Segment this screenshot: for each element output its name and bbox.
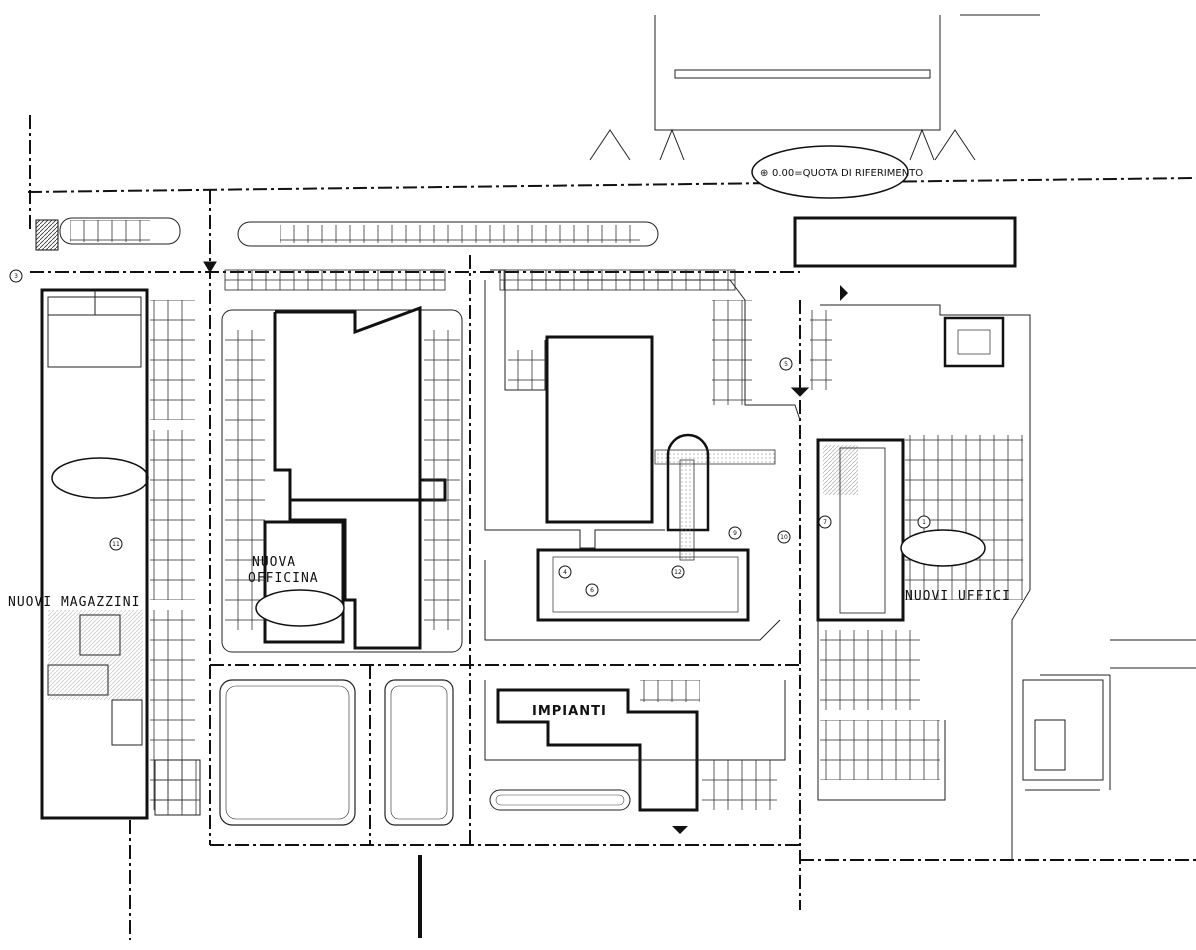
- marker-label: 3: [14, 273, 18, 280]
- label-nuovi-magazzini: NUOVI MAGAZZINI: [8, 595, 140, 610]
- marker-label: 9: [733, 530, 737, 537]
- central-existing-buildings: [484, 269, 801, 641]
- reference-icon: ⊕: [760, 168, 768, 179]
- building-nuova-officina: NUOVA OFFICINA: [221, 305, 463, 653]
- marker-label: 10: [780, 534, 788, 541]
- existing-office-top-right: [793, 216, 1031, 860]
- building-nuovi-uffici: NUOVI UFFICI: [810, 310, 1023, 801]
- existing-warehouse-top: [589, 14, 1040, 161]
- label-nuova: NUOVA: [252, 555, 296, 570]
- lower-left-areas: [154, 679, 454, 826]
- label-impianti: IMPIANTI: [532, 704, 607, 719]
- marker-label: 5: [784, 361, 788, 368]
- marker-label: 1: [922, 519, 926, 526]
- misc-lines: [203, 261, 810, 938]
- building-impianti: IMPIANTI: [484, 680, 786, 834]
- building-nuovi-magazzini: NUOVI MAGAZZINI: [8, 288, 195, 820]
- marker-label: 12: [674, 569, 682, 576]
- existing-building-right: [1022, 639, 1196, 791]
- parking-top: [35, 217, 736, 291]
- marker-label: 7: [823, 519, 827, 526]
- marker-label: 11: [112, 541, 120, 548]
- numbered-markers: 3 11 6 4 12 9 10 7 1 5: [9, 269, 931, 597]
- label-officina: OFFICINA: [248, 571, 319, 586]
- reference-level-note: ⊕ 0.00=QUOTA DI RIFERIMENTO: [751, 145, 923, 199]
- reference-label: 0.00=QUOTA DI RIFERIMENTO: [772, 168, 923, 179]
- marker-label: 4: [563, 569, 567, 576]
- marker-label: 6: [590, 587, 594, 594]
- label-nuovi-uffici: NUOVI UFFICI: [905, 589, 1011, 604]
